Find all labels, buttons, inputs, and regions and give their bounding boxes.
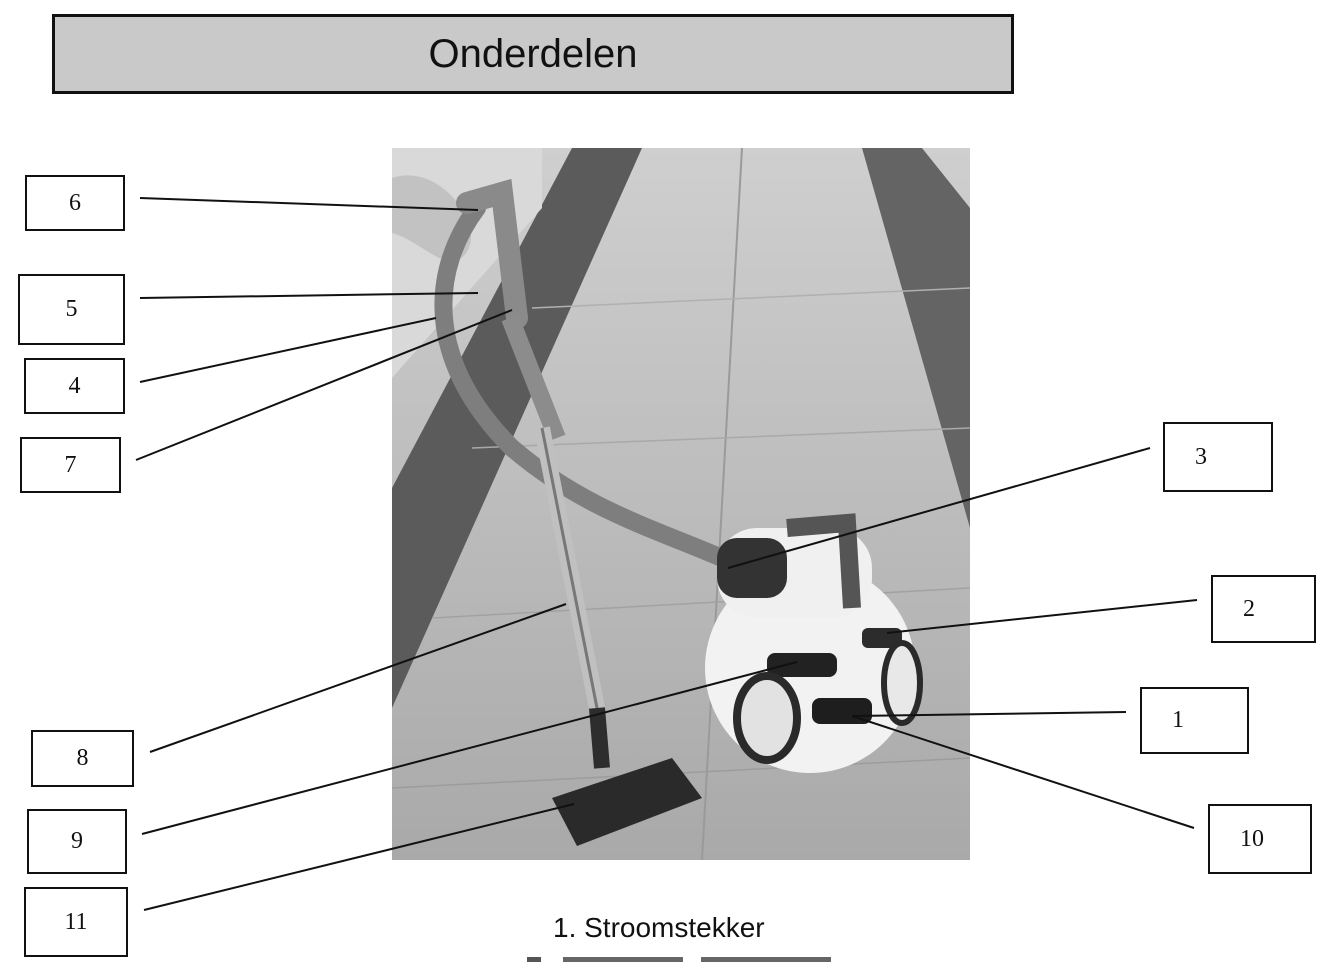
section-title: Onderdelen [428, 31, 638, 76]
callout-box-6: 6 [25, 175, 125, 231]
callout-box-5: 5 [18, 274, 125, 345]
callout-number: 10 [1240, 825, 1264, 852]
parts-legend-item-1: 1. Stroomstekker [553, 912, 765, 943]
callout-box-8: 8 [31, 730, 134, 787]
callout-box-10: 10 [1208, 804, 1312, 874]
callout-number: 3 [1195, 443, 1207, 470]
parts-legend-item-2-cut-off [525, 952, 855, 962]
callout-number: 4 [68, 372, 81, 399]
section-title-box: Onderdelen [52, 14, 1014, 94]
callout-box-7: 7 [20, 437, 121, 493]
callout-number: 1 [1172, 707, 1184, 733]
callout-number: 2 [1243, 595, 1255, 622]
callout-box-4: 4 [24, 358, 125, 414]
callout-box-1: 1 [1140, 687, 1249, 754]
callout-box-9: 9 [27, 809, 127, 874]
callout-number: 6 [69, 189, 81, 216]
callout-number: 11 [64, 908, 88, 935]
callout-number: 8 [76, 745, 89, 771]
vacuum-cleaner-photo [392, 148, 970, 860]
callout-number: 9 [71, 828, 83, 854]
callout-number: 7 [64, 451, 77, 478]
callout-box-11: 11 [24, 887, 128, 957]
callout-number: 5 [65, 296, 78, 322]
callout-box-2: 2 [1211, 575, 1316, 643]
callout-box-3: 3 [1163, 422, 1273, 492]
